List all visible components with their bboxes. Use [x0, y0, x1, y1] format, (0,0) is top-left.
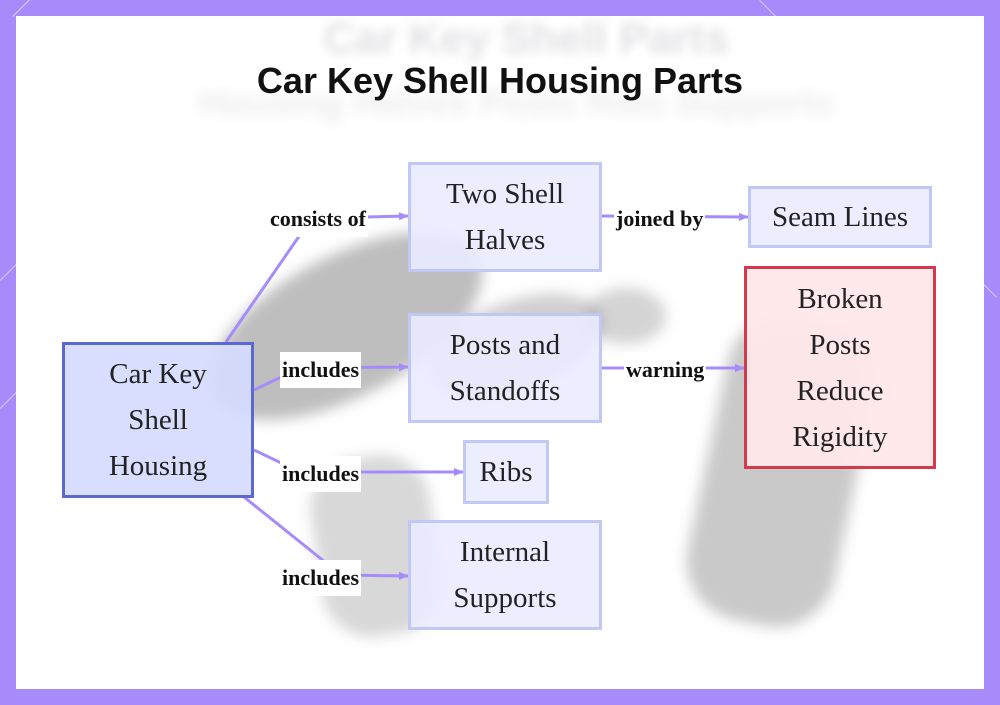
node-seam-lines: Seam Lines [748, 186, 932, 248]
node-two-shell-halves: Two Shell Halves [408, 162, 602, 272]
node-label: Car Key Shell Housing [108, 358, 208, 482]
node-internal-supports: Internal Supports [408, 520, 602, 630]
node-label: Posts and Standoffs [449, 329, 561, 407]
node-label: Broken Posts Reduce Rigidity [792, 282, 888, 453]
node-label: Internal Supports [453, 536, 557, 614]
blurred-background-text: Car Key Shell Parts [323, 16, 729, 63]
node-car-key-shell-housing: Car Key Shell Housing [62, 342, 254, 498]
edge-label-warning: warning [624, 352, 707, 388]
node-posts-and-standoffs: Posts and Standoffs [408, 313, 602, 423]
edge-label-consists-of: consists of [268, 201, 368, 237]
edge-label-includes: includes [280, 456, 362, 492]
node-label: Ribs [479, 456, 533, 488]
node-ribs: Ribs [463, 440, 549, 504]
blurred-background-text: Housing Halves Posts Ribs Supports [198, 82, 834, 123]
node-label: Two Shell Halves [446, 178, 564, 256]
node-label: Seam Lines [771, 201, 909, 233]
edge-label-joined-by: joined by [614, 201, 706, 237]
node-broken-posts-warning: Broken Posts Reduce Rigidity [744, 266, 936, 469]
edge-label-includes: includes [280, 352, 362, 388]
diagram-title: Car Key Shell Housing Parts [256, 60, 744, 101]
edge-label-includes: includes [280, 560, 362, 596]
